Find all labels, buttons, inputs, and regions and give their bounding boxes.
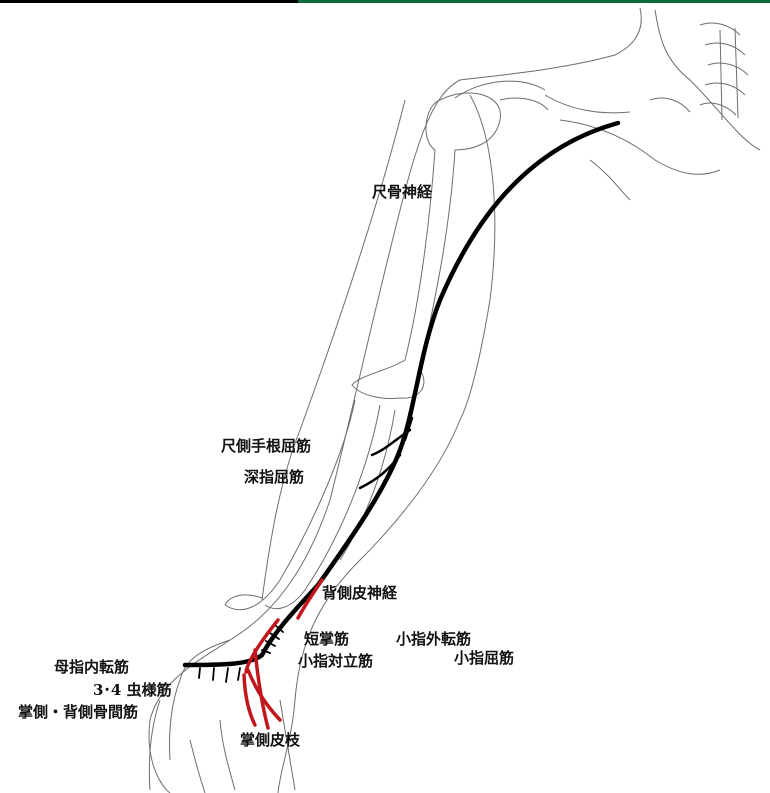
label-interossei: 掌側・背側骨間筋 [18,705,138,720]
hand-branch-ticks [199,625,283,682]
label-fdm: 小指屈筋 [454,651,514,666]
label-palmar-cutaneous: 掌側皮枝 [240,733,300,748]
label-palmaris-brevis: 短掌筋 [304,632,349,647]
label-dorsal-cutaneous: 背側皮神経 [322,586,397,601]
label-odm: 小指対立筋 [298,654,373,669]
arm-outline [149,8,760,793]
label-adm: 小指外転筋 [396,632,471,647]
label-fcu: 尺側手根屈筋 [221,439,311,454]
label-lumbricals: 3･4 虫様筋 [93,683,172,698]
label-ulnar-nerve: 尺骨神経 [372,185,432,200]
label-adductor-pollicis: 母指内転筋 [54,660,129,675]
label-fdp: 深指屈筋 [244,470,304,485]
